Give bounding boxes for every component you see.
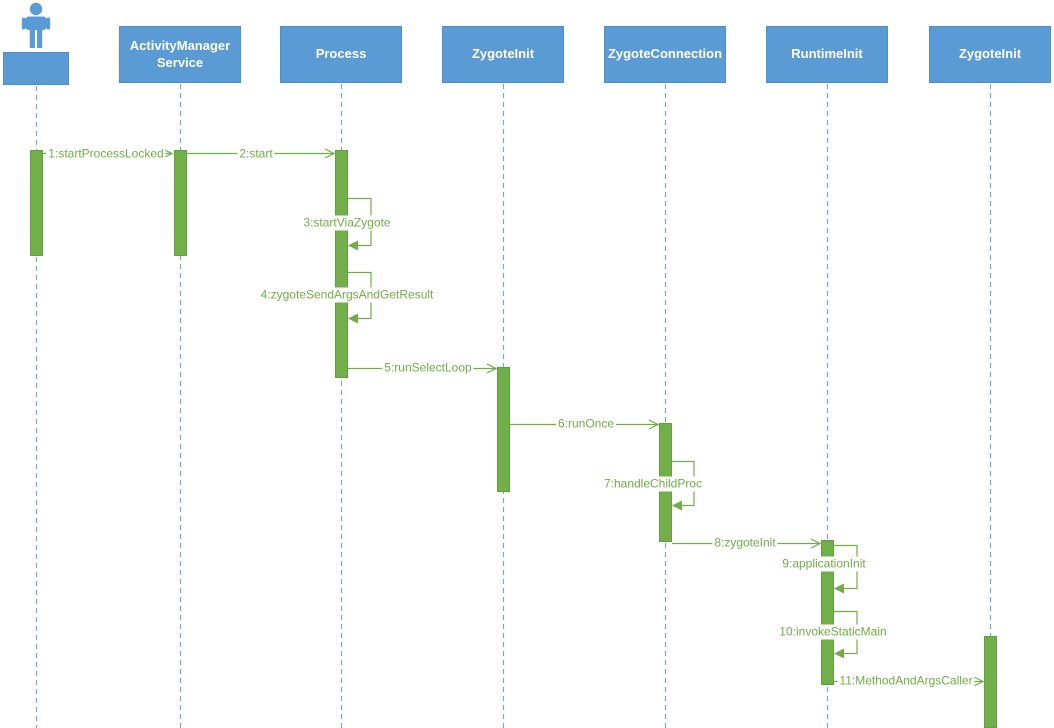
activation-zygote-init bbox=[497, 367, 510, 492]
participant-label: ZygoteConnection bbox=[607, 46, 723, 62]
participant-label: Process bbox=[315, 46, 367, 62]
participant-activity-manager-service: ActivityManager Service bbox=[119, 26, 241, 83]
self-message-arrowheads bbox=[348, 240, 844, 659]
message-3-label: 3:startViaZygote bbox=[301, 215, 393, 231]
message-8-label: 8:zygoteInit bbox=[712, 535, 778, 551]
participant-zygote-connection: ZygoteConnection bbox=[604, 26, 726, 83]
participant-label: ZygoteInit bbox=[471, 46, 535, 62]
activation-zygote-init-2 bbox=[984, 636, 997, 728]
activation-user bbox=[30, 150, 43, 256]
message-4-label: 4:zygoteSendArgsAndGetResult bbox=[258, 287, 436, 303]
participant-process: Process bbox=[280, 26, 402, 83]
message-1-label: 1:startProcessLocked bbox=[46, 146, 166, 162]
participant-user bbox=[3, 52, 69, 85]
message-9-arrowhead bbox=[834, 583, 844, 594]
activation-activity-manager-service bbox=[174, 150, 187, 256]
message-7-arrowhead bbox=[672, 500, 682, 511]
message-10-label: 10:invokeStaticMain bbox=[777, 624, 889, 640]
participant-runtime-init: RuntimeInit bbox=[766, 26, 888, 83]
lifelines bbox=[35, 84, 992, 728]
message-2-label: 2:start bbox=[237, 146, 275, 162]
participant-label: ActivityManager bbox=[129, 37, 231, 53]
message-6-label: 6:runOnce bbox=[555, 416, 617, 432]
message-10-arrowhead bbox=[834, 648, 844, 659]
message-4-arrowhead bbox=[348, 313, 358, 324]
participant-label: ZygoteInit bbox=[958, 46, 1022, 62]
activation-runtime-init bbox=[821, 540, 834, 685]
message-9-label: 9:applicationInit bbox=[780, 556, 868, 572]
participant-zygote-init-2: ZygoteInit bbox=[929, 26, 1051, 83]
message-3-arrowhead bbox=[348, 240, 358, 251]
person-icon bbox=[21, 2, 51, 48]
message-11-label: 11:MethodAndArgsCaller bbox=[837, 673, 975, 689]
participant-label: RuntimeInit bbox=[791, 46, 863, 62]
message-7-label: 7:handleChildProc bbox=[601, 476, 705, 492]
message-5-label: 5:runSelectLoop bbox=[382, 360, 474, 376]
activation-process bbox=[335, 150, 348, 378]
participant-zygote-init: ZygoteInit bbox=[442, 26, 564, 83]
participant-label: Service bbox=[156, 54, 204, 70]
